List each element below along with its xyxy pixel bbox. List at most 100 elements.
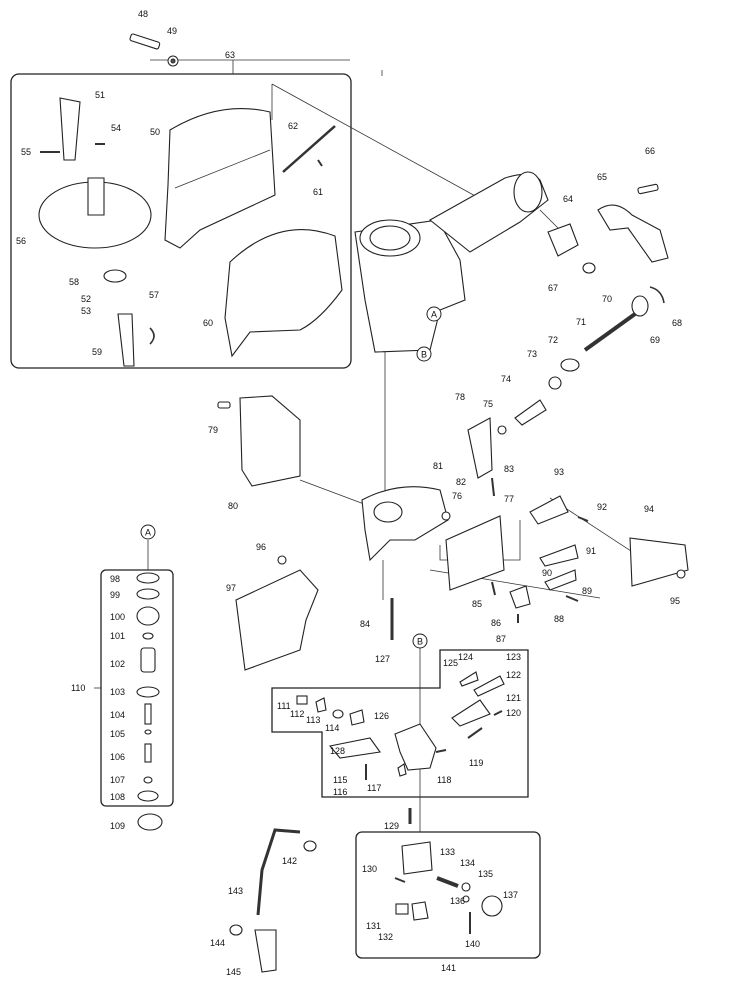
- part-label: 67: [548, 283, 558, 293]
- part-label: 98: [110, 574, 120, 584]
- part-label: 78: [455, 392, 465, 402]
- part-label: 99: [110, 590, 120, 600]
- part-label: 87: [496, 634, 506, 644]
- part-label: 73: [527, 349, 537, 359]
- part-label: 106: [110, 752, 125, 762]
- part-label: 137: [503, 890, 518, 900]
- part-label: 88: [554, 614, 564, 624]
- part-label: 53: [81, 306, 91, 316]
- callout-circle-A-top: [426, 306, 442, 322]
- part-label: 60: [203, 318, 213, 328]
- callout-B-top: B: [421, 350, 427, 360]
- callout-circle-B-top: [416, 346, 432, 362]
- part-label: 61: [313, 187, 323, 197]
- part-label: 90: [542, 568, 552, 578]
- part-label: 75: [483, 399, 493, 409]
- part-label: 83: [504, 464, 514, 474]
- callout-B-group: B: [417, 637, 423, 647]
- part-label: 84: [360, 619, 370, 629]
- part-label: 114: [325, 723, 339, 733]
- part-label: 136: [450, 896, 465, 906]
- part-label: 65: [597, 172, 607, 182]
- part-label: 62: [288, 121, 298, 131]
- part-label: 100: [110, 612, 125, 622]
- part-label: 120: [506, 708, 521, 718]
- part-label: 143: [228, 886, 243, 896]
- part-label: 132: [378, 932, 393, 942]
- part-label: 52: [81, 294, 91, 304]
- part-label: 121: [506, 693, 521, 703]
- part-label: 96: [256, 542, 266, 552]
- part-label: 85: [472, 599, 482, 609]
- part-label: 64: [563, 194, 573, 204]
- part-label: 91: [586, 546, 596, 556]
- part-label: 140: [465, 939, 480, 949]
- part-label: 76: [452, 491, 462, 501]
- part-label: 145: [226, 967, 241, 977]
- part-label: 142: [282, 856, 297, 866]
- part-label: 77: [504, 494, 514, 504]
- part-label: 71: [576, 317, 586, 327]
- part-label: 70: [602, 294, 612, 304]
- part-label: 133: [440, 847, 455, 857]
- part-label: 107: [110, 775, 125, 785]
- part-label: 117: [367, 783, 381, 793]
- part-label: 124: [458, 652, 473, 662]
- part-label: 68: [672, 318, 682, 328]
- part-label: 97: [226, 583, 236, 593]
- group-box-63: [10, 73, 352, 369]
- part-label: 101: [110, 631, 125, 641]
- group-box-141: [355, 831, 541, 959]
- part-label: 49: [167, 26, 177, 36]
- part-label: 128: [330, 746, 345, 756]
- callout-circle-B-group: [412, 633, 428, 649]
- part-label: 51: [95, 90, 105, 100]
- part-label: 125: [443, 658, 458, 668]
- part-label: 113: [306, 715, 320, 725]
- part-label: 59: [92, 347, 102, 357]
- part-label: 79: [208, 425, 218, 435]
- part-label: 129: [384, 821, 399, 831]
- part-label: 144: [210, 938, 225, 948]
- part-label: 95: [670, 596, 680, 606]
- part-label: 57: [149, 290, 159, 300]
- part-label: 122: [506, 670, 521, 680]
- part-label: 108: [110, 792, 125, 802]
- part-label: 93: [554, 467, 564, 477]
- part-label: 131: [366, 921, 381, 931]
- callout-A-top: A: [431, 310, 437, 320]
- part-label: 105: [110, 729, 125, 739]
- part-label: 81: [433, 461, 443, 471]
- part-label: 130: [362, 864, 377, 874]
- part-label: 80: [228, 501, 238, 511]
- part-label: 104: [110, 710, 125, 720]
- part-label: 55: [21, 147, 31, 157]
- part-label: 48: [138, 9, 148, 19]
- part-label: 112: [290, 709, 304, 719]
- part-label: 110: [71, 683, 85, 693]
- part-label: 56: [16, 236, 26, 246]
- part-label: 66: [645, 146, 655, 156]
- part-label: 92: [597, 502, 607, 512]
- part-label: 126: [374, 711, 389, 721]
- part-label: 63: [225, 50, 235, 60]
- callout-A-group: A: [145, 528, 151, 538]
- part-label: 141: [441, 963, 456, 973]
- part-label: 109: [110, 821, 125, 831]
- part-label: 54: [111, 123, 121, 133]
- part-label: 118: [437, 775, 451, 785]
- part-label: 94: [644, 504, 654, 514]
- part-label: 102: [110, 659, 125, 669]
- callout-circle-A-group: [140, 524, 156, 540]
- group-box-127: [271, 649, 529, 798]
- part-label: 50: [150, 127, 160, 137]
- part-label: 116: [333, 787, 347, 797]
- part-label: 111: [277, 701, 291, 711]
- part-label: 115: [333, 775, 347, 785]
- part-label: 89: [582, 586, 592, 596]
- part-label: 72: [548, 335, 558, 345]
- part-label: 74: [501, 374, 511, 384]
- part-label: 134: [460, 858, 475, 868]
